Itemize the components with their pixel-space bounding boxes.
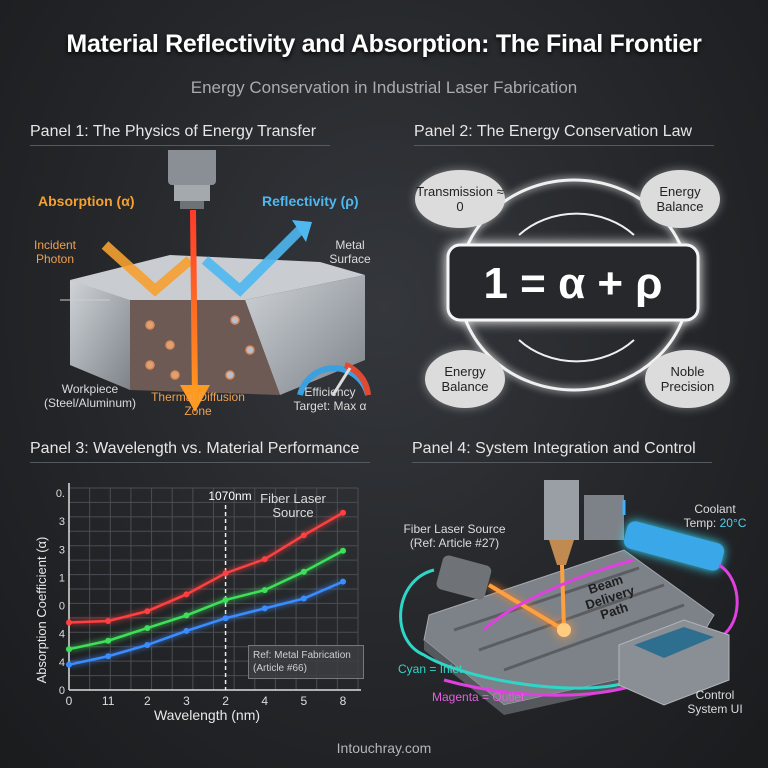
data-point [261, 556, 268, 563]
x-tick-label: 5 [301, 694, 308, 708]
coolant-label: Coolant Temp: 20°C [675, 502, 755, 530]
laser-focus-beam [560, 564, 566, 631]
coolant-tube [623, 521, 725, 571]
panel1-title: Panel 1: The Physics of Energy Transfer [30, 123, 330, 146]
inlet-legend: Cyan = Inlet [398, 662, 463, 676]
data-point [340, 509, 346, 516]
bubble-energy-balance-top: Energy Balance [640, 170, 720, 228]
absorption-chart: 0 11 2 3 2 4 5 8 0 4 4 0 1 3 3 0. Wavelength (nm) Absor… [34, 483, 361, 723]
bubble-noble-precision: Noble Precision [645, 350, 730, 408]
fiber-source-label: Fiber Laser Source (Ref: Article #27) [403, 522, 506, 550]
metal-block-left [70, 280, 130, 390]
coolant-title: Coolant [694, 502, 736, 516]
data-point [261, 587, 268, 594]
absorption-label: Absorption (α) [38, 193, 135, 209]
fiber-laser-module [436, 555, 492, 600]
data-point [66, 646, 72, 653]
y-tick-label: 1 [59, 572, 65, 584]
fiber-laser-source-label: Fiber Laser Source [260, 491, 326, 520]
laser-head [544, 480, 579, 540]
data-point [144, 608, 151, 615]
laser-beam [190, 209, 198, 401]
data-point [105, 653, 112, 660]
data-point [66, 661, 72, 668]
metal-surface-label: Metal Surface [329, 238, 371, 266]
conservation-equation: 1 = α + ρ [483, 259, 663, 308]
x-tick-label: 4 [261, 694, 268, 708]
data-point [340, 578, 346, 585]
incident-photon-label: Incident Photon [33, 238, 77, 266]
reference-box: Ref: Metal Fabrication (Article #66) [248, 645, 364, 679]
data-point [261, 605, 268, 612]
y-tick-label: 3 [59, 516, 65, 528]
panel3-title: Panel 3: Wavelength vs. Material Perform… [30, 440, 370, 463]
series-line-1 [68, 549, 344, 651]
energy-transfer-illustration [60, 150, 371, 412]
control-system-label: Control System UI [687, 688, 743, 716]
y-tick-label: 0 [59, 685, 65, 697]
x-tick-label: 3 [183, 694, 190, 708]
conservation-diagram [446, 178, 700, 392]
bubble-transmission: Transmission ≈ 0 [415, 170, 505, 228]
y-tick-label: 4 [59, 629, 65, 641]
outlet-legend: Magenta = Outlet [432, 690, 525, 704]
data-point [222, 615, 229, 622]
x-axis-label: Wavelength (nm) [154, 707, 260, 723]
data-point [144, 641, 151, 648]
laser-nozzle [168, 150, 216, 185]
y-tick-label: 3 [59, 544, 65, 556]
data-point [300, 568, 307, 575]
y-axis-label: Absorption Coefficient (α) [34, 537, 49, 684]
footer-site: Intouchray.com [336, 740, 432, 756]
coolant-temp-row: Temp: 20°C [675, 516, 755, 530]
subtitle: Energy Conservation in Industrial Laser … [190, 78, 578, 97]
inlet-hose [399, 568, 635, 690]
absorption-arrow [101, 241, 194, 297]
data-point [105, 618, 112, 625]
efficiency-gauge-icon [297, 362, 371, 396]
data-point [222, 596, 229, 603]
x-tick-label: 8 [340, 694, 347, 708]
thermal-zone-label: Thermal Diffusion Zone [151, 390, 245, 418]
beam-delivery-line [487, 583, 566, 632]
x-tick-label: 2 [144, 694, 151, 708]
data-point [300, 595, 307, 602]
y-tick-label: 0 [59, 601, 65, 613]
data-point [340, 547, 346, 554]
x-tick-label: 2 [222, 694, 229, 708]
metal-block-right [245, 275, 365, 395]
y-tick-label: 4 [59, 657, 65, 669]
marker-label: 1070nm [208, 489, 251, 503]
control-screen [634, 627, 714, 658]
data-point [183, 627, 190, 634]
thermal-arrow [180, 385, 210, 412]
panel4-title: Panel 4: System Integration and Control [412, 440, 712, 463]
bubble-energy-balance-bottom: Energy Balance [425, 350, 505, 408]
main-title: Material Reflectivity and Absorption: Th… [66, 30, 702, 58]
metal-block-top [70, 255, 365, 300]
coolant-temp-label: Temp: [683, 516, 717, 530]
x-tick-label: 0 [66, 694, 73, 708]
efficiency-label: Efficiency Target: Max α [293, 385, 367, 413]
data-point [144, 625, 151, 632]
data-point [183, 612, 190, 619]
x-tick-label: 11 [102, 694, 115, 708]
coolant-temp-value: 20°C [719, 516, 747, 530]
data-point [222, 570, 229, 577]
equation-box [446, 243, 700, 322]
data-point [183, 591, 190, 598]
workpiece-label: Workpiece (Steel/Aluminum) [43, 382, 137, 410]
data-point [105, 637, 112, 644]
reflectivity-arrow [201, 226, 304, 297]
panel2-title: Panel 2: The Energy Conservation Law [414, 123, 714, 146]
reflectivity-label: Reflectivity (ρ) [262, 193, 359, 209]
series-line-2 [68, 580, 344, 666]
system-illustration [399, 480, 739, 715]
series-line-0 [68, 511, 344, 624]
data-point [66, 619, 72, 626]
lattice-zone [130, 300, 280, 395]
data-point [300, 532, 307, 539]
y-tick-label: 0. [56, 488, 65, 500]
